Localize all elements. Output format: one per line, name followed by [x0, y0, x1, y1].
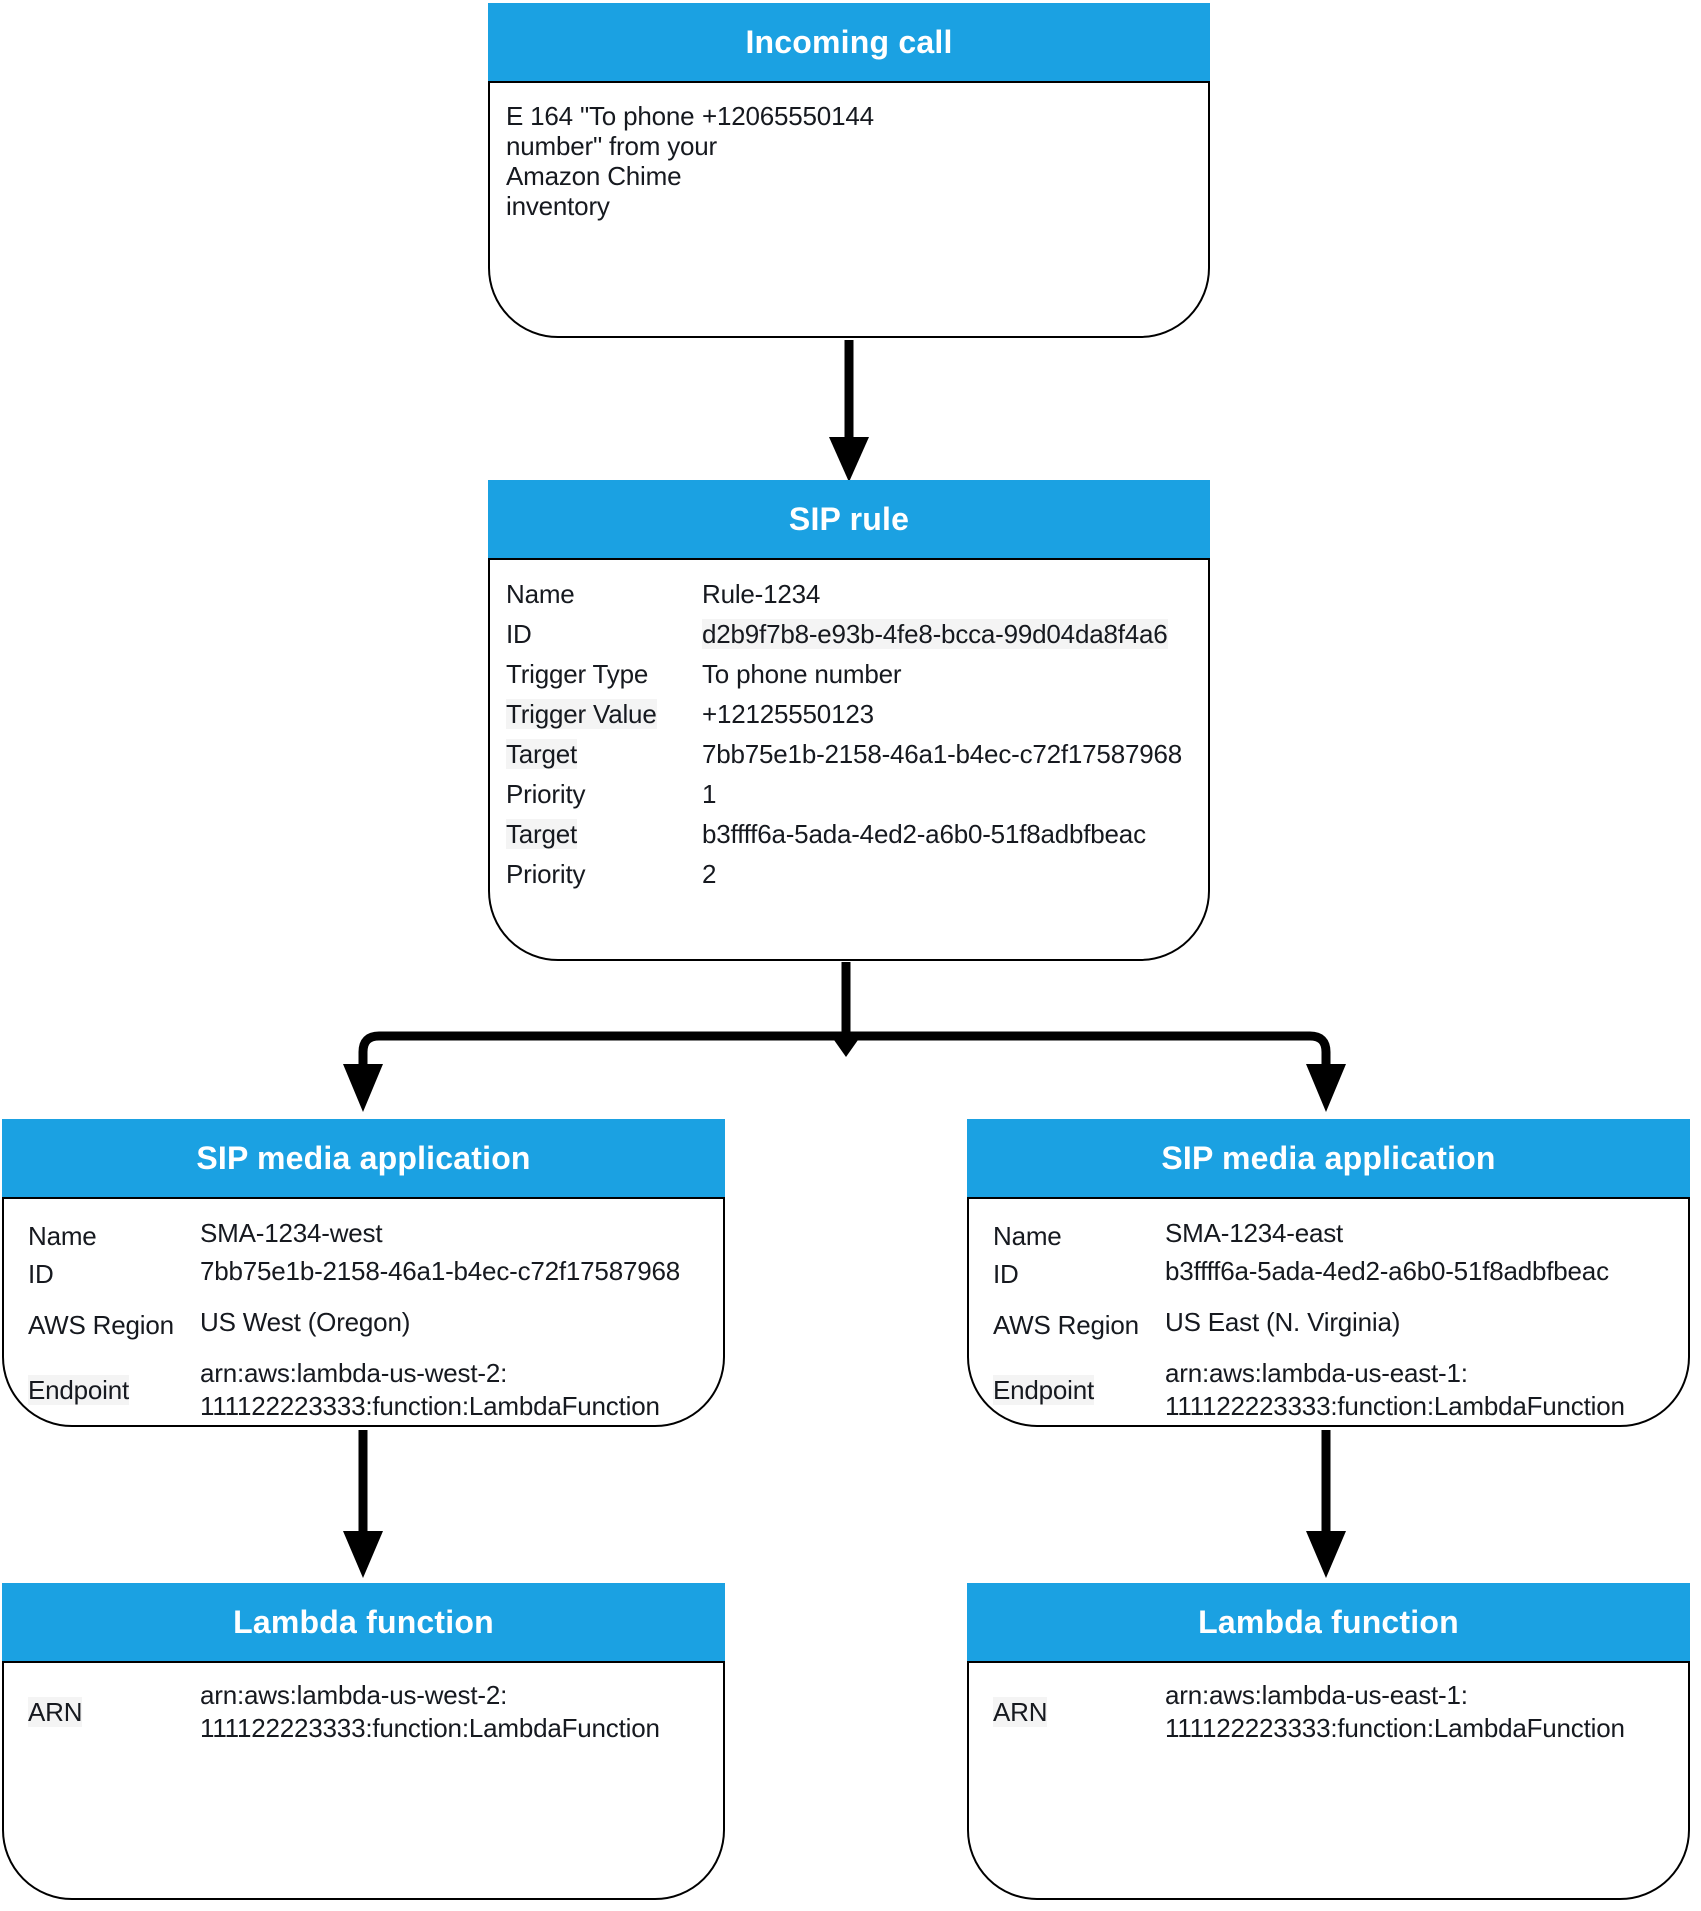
- arrow-branch-left: [358, 1031, 846, 1066]
- arrowhead-sma-west: [343, 1064, 383, 1112]
- field-value: Rule-1234: [702, 579, 821, 609]
- field-value: b3ffff6a-5ada-4ed2-a6b0-51f8adbfbeac: [1165, 1256, 1609, 1286]
- field-label: ID: [28, 1259, 54, 1289]
- arrowhead-lambda-west: [343, 1531, 383, 1578]
- field-label: AWS Region: [993, 1310, 1139, 1340]
- field-label: Endpoint: [28, 1375, 130, 1405]
- lambda-function-east-box: Lambda function ARN arn:aws:lambda-us-eas…: [967, 1583, 1690, 1900]
- field-row: ARN arn:aws:lambda-us-east-1: 11112222333…: [993, 1679, 1668, 1745]
- box-title: SIP media application: [196, 1139, 531, 1176]
- field-row: AWS Region US East (N. Virginia): [993, 1306, 1668, 1344]
- field-row: Target 7bb75e1b-2158-46a1-b4ec-c72f175879…: [506, 734, 1192, 774]
- field-row: Name SMA-1234-east: [993, 1217, 1668, 1255]
- lambda-function-west-body: ARN arn:aws:lambda-us-west-2: 11112222333…: [2, 1661, 725, 1900]
- field-label: Name: [506, 579, 575, 609]
- arrowhead-branch-junction: [834, 1040, 858, 1057]
- field-value: US West (Oregon): [200, 1307, 411, 1337]
- field-value: b3ffff6a-5ada-4ed2-a6b0-51f8adbfbeac: [702, 819, 1146, 849]
- field-row: ARN arn:aws:lambda-us-west-2: 11112222333…: [28, 1679, 703, 1745]
- field-label: ID: [993, 1259, 1019, 1289]
- field-value: arn:aws:lambda-us-west-2: 111122223333:f…: [200, 1358, 660, 1421]
- field-row: ID 7bb75e1b-2158-46a1-b4ec-c72f17587968: [28, 1255, 703, 1293]
- incoming-call-header: Incoming call: [488, 3, 1210, 81]
- field-label: Priority: [506, 779, 586, 809]
- arrowhead-sma-east: [1306, 1064, 1346, 1112]
- field-label: Trigger Type: [506, 659, 649, 689]
- field-label: Trigger Value: [506, 699, 657, 729]
- field-label: ARN: [993, 1697, 1048, 1727]
- arrowhead-lambda-east: [1306, 1531, 1346, 1578]
- field-value: +12065550144: [702, 101, 874, 131]
- field-row: Endpoint arn:aws:lambda-us-east-1: 111122…: [993, 1357, 1668, 1423]
- box-title: Lambda function: [233, 1603, 494, 1640]
- field-label: AWS Region: [28, 1310, 174, 1340]
- field-row: AWS Region US West (Oregon): [28, 1306, 703, 1344]
- field-value: +12125550123: [702, 699, 874, 729]
- field-value: arn:aws:lambda-us-east-1: 111122223333:f…: [1165, 1680, 1625, 1743]
- field-label: ARN: [28, 1697, 83, 1727]
- sip-rule-header: SIP rule: [488, 480, 1210, 558]
- box-title: Lambda function: [1198, 1603, 1459, 1640]
- box-title: SIP media application: [1161, 1139, 1496, 1176]
- field-value: arn:aws:lambda-us-east-1: 111122223333:f…: [1165, 1358, 1625, 1421]
- field-row: Endpoint arn:aws:lambda-us-west-2: 111122…: [28, 1357, 703, 1423]
- field-value: 7bb75e1b-2158-46a1-b4ec-c72f17587968: [200, 1256, 680, 1286]
- box-title: SIP rule: [788, 500, 910, 537]
- field-label: Name: [993, 1221, 1062, 1251]
- field-row: Name Rule-1234: [506, 574, 1192, 614]
- field-label: ID: [506, 619, 532, 649]
- field-value: 1: [702, 779, 717, 809]
- incoming-call-box: Incoming call E 164 "To phone number" fr…: [488, 3, 1210, 338]
- field-row: Trigger Type To phone number: [506, 654, 1192, 694]
- arrow-branch-right: [846, 1031, 1331, 1066]
- field-value: US East (N. Virginia): [1165, 1307, 1401, 1337]
- lambda-function-west-header: Lambda function: [2, 1583, 725, 1661]
- field-label: Priority: [506, 859, 586, 889]
- field-label: Name: [28, 1221, 97, 1251]
- field-row: Trigger Value +12125550123: [506, 694, 1192, 734]
- incoming-call-body: E 164 "To phone number" from your Amazon…: [488, 81, 1210, 338]
- sip-media-application-east-header: SIP media application: [967, 1119, 1690, 1197]
- lambda-function-east-body: ARN arn:aws:lambda-us-east-1: 11112222333…: [967, 1661, 1690, 1900]
- field-row: ID b3ffff6a-5ada-4ed2-a6b0-51f8adbfbeac: [993, 1255, 1668, 1293]
- box-title: Incoming call: [745, 23, 953, 60]
- field-row: ID d2b9f7b8-e93b-4fe8-bcca-99d04da8f4a6: [506, 614, 1192, 654]
- field-row: Priority 1: [506, 774, 1192, 814]
- sip-media-application-west-header: SIP media application: [2, 1119, 725, 1197]
- field-value: d2b9f7b8-e93b-4fe8-bcca-99d04da8f4a6: [702, 619, 1168, 649]
- field-value: arn:aws:lambda-us-west-2: 111122223333:f…: [200, 1680, 660, 1743]
- field-value: SMA-1234-east: [1165, 1218, 1344, 1248]
- field-value: SMA-1234-west: [200, 1218, 383, 1248]
- field-row: Name SMA-1234-west: [28, 1217, 703, 1255]
- field-value: 7bb75e1b-2158-46a1-b4ec-c72f17587968: [702, 739, 1182, 769]
- field-value: To phone number: [702, 659, 902, 689]
- field-value: 2: [702, 859, 717, 889]
- lambda-function-west-box: Lambda function ARN arn:aws:lambda-us-wes…: [2, 1583, 725, 1900]
- field-row: E 164 "To phone number" from your Amazon…: [506, 101, 1192, 221]
- arrowhead-sip-rule: [829, 437, 869, 482]
- lambda-function-east-header: Lambda function: [967, 1583, 1690, 1661]
- field-row: Target b3ffff6a-5ada-4ed2-a6b0-51f8adbfbe…: [506, 814, 1192, 854]
- field-label: E 164 "To phone number" from your Amazon…: [506, 101, 718, 221]
- field-row: Priority 2: [506, 854, 1192, 894]
- field-label: Target: [506, 819, 578, 849]
- field-label: Target: [506, 739, 578, 769]
- field-label: Endpoint: [993, 1375, 1095, 1405]
